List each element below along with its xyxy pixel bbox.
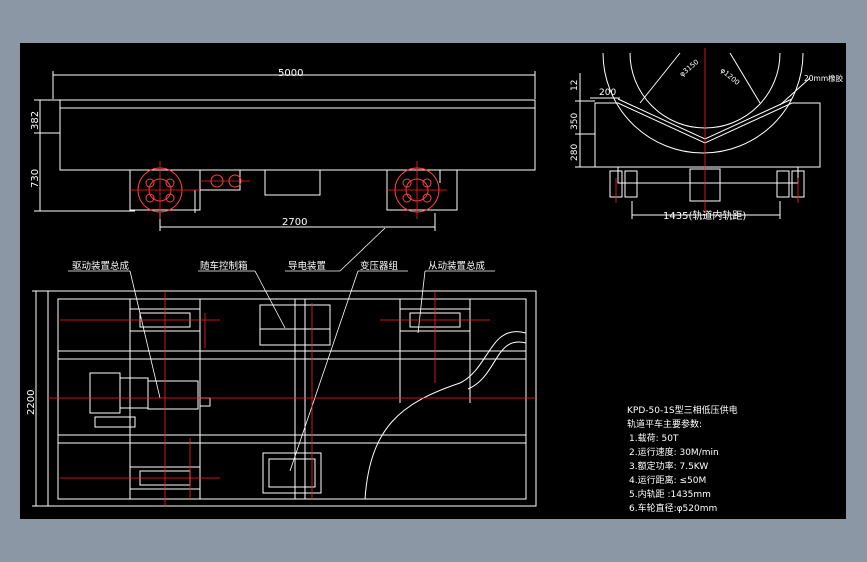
spec-item: 2.运行速度: 30M/min <box>629 446 719 458</box>
side-view-centerlines <box>130 161 447 219</box>
rubber-note: 20mm橡胶 <box>804 73 844 83</box>
spec-item: 4.运行距离: ≤50M <box>629 474 706 486</box>
end-view-centerlines <box>615 48 799 213</box>
dim-total-height: 730 <box>30 169 41 188</box>
gauge-note: 1435(轨道内轨距) <box>663 209 746 222</box>
dim-width-top: 200 <box>599 88 616 98</box>
dim-c: 280 <box>570 144 580 161</box>
callout-conductor: 导电装置 <box>288 260 326 272</box>
dim-a: 12 <box>570 80 580 91</box>
callout-drive: 驱动装置总成 <box>72 260 130 272</box>
callout-driven: 从动装置总成 <box>428 260 486 272</box>
spec-title-line1: KPD-50-1S型三相低压供电 <box>627 404 738 416</box>
plan-view-centerlines <box>48 291 536 506</box>
callout-leaders <box>68 227 495 472</box>
cad-drawing: 5000 382 730 2700 <box>26 48 844 514</box>
dim-length: 5000 <box>278 68 303 79</box>
dim-tube-inner: φ1200 <box>719 66 741 87</box>
plan-view <box>32 290 537 507</box>
callout-transformer: 变压器组 <box>360 260 399 272</box>
spec-item: 5.内轨距 :1435mm <box>629 488 711 500</box>
spec-title-line2: 轨道平车主要参数: <box>627 418 702 430</box>
spec-item: 1.载荷: 50T <box>629 432 679 444</box>
dim-plan-width: 2200 <box>26 390 37 415</box>
dim-tube-outer: φ3150 <box>678 58 700 79</box>
drawing-canvas: 5000 382 730 2700 <box>20 43 846 519</box>
end-view <box>575 52 821 219</box>
spec-item: 3.额定功率: 7.5KW <box>629 460 708 472</box>
callout-control-box: 随车控制箱 <box>200 260 248 272</box>
dim-b: 350 <box>570 113 580 130</box>
spec-block: KPD-50-1S型三相低压供电 轨道平车主要参数: 1.载荷: 50T 2.运… <box>627 404 738 514</box>
dim-wheelbase: 2700 <box>282 217 307 228</box>
spec-item: 6.车轮直径:φ520mm <box>629 502 717 514</box>
side-view <box>34 71 536 231</box>
dim-top-height: 382 <box>30 111 41 130</box>
